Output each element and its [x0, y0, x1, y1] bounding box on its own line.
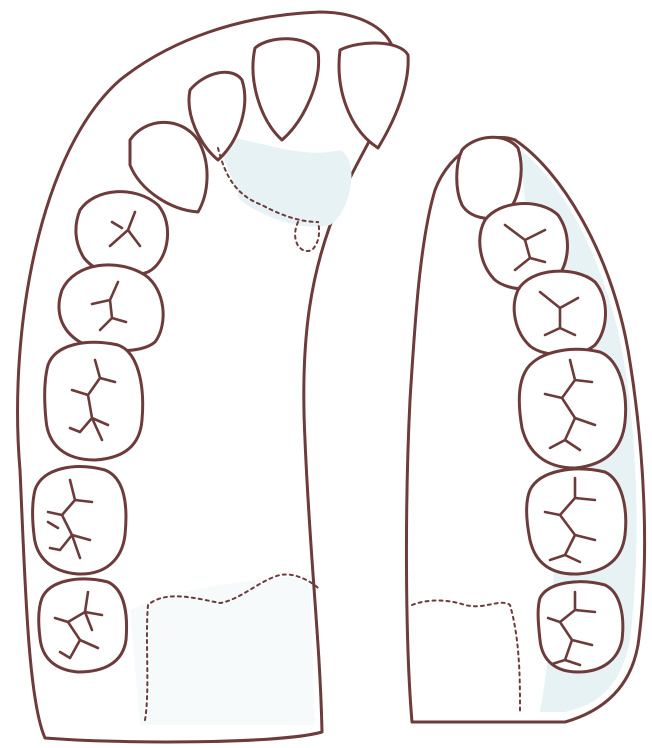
left-premolar-1	[76, 192, 168, 276]
left-molar-3	[39, 579, 127, 672]
right-arch-segment	[406, 137, 644, 722]
left-arch-segment	[18, 12, 409, 742]
right-molar-3	[538, 582, 623, 672]
left-molar-1	[45, 342, 143, 460]
